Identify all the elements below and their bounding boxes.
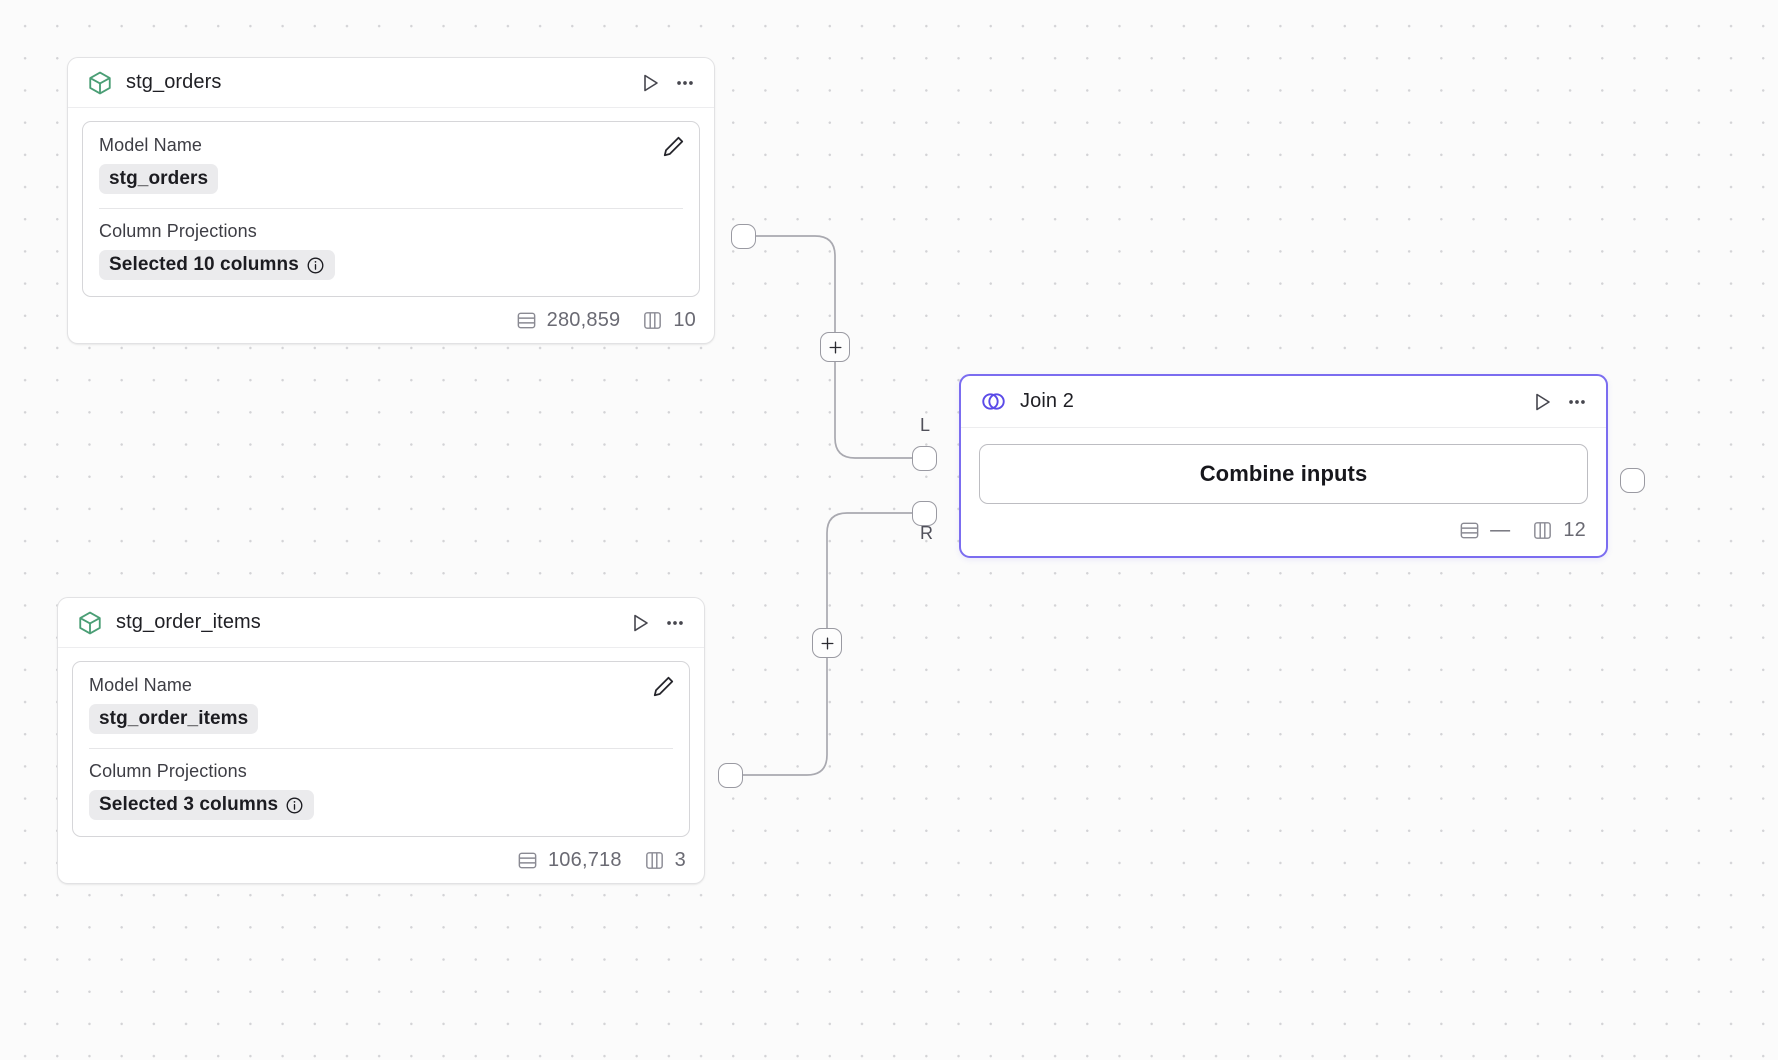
play-icon[interactable] xyxy=(637,70,663,96)
node-header: stg_orders xyxy=(68,58,714,108)
column-projections-label: Column Projections xyxy=(89,761,247,781)
combine-inputs-label: Combine inputs xyxy=(1199,461,1368,486)
row-count-value: 106,718 xyxy=(547,848,622,871)
node-title: Join 2 xyxy=(1020,390,1074,412)
column-projections-chip[interactable]: Selected 10 columns xyxy=(99,250,335,280)
node-body: Model Name stg_orders Column Projections… xyxy=(68,108,714,297)
column-projections-value: Selected 3 columns xyxy=(99,794,279,815)
ellipsis-icon[interactable] xyxy=(673,71,697,95)
venn-join-icon xyxy=(980,388,1007,415)
column-projections-value: Selected 10 columns xyxy=(109,254,299,275)
add-node-button-top[interactable] xyxy=(820,332,850,362)
column-count-value: 12 xyxy=(1563,518,1586,541)
rows-icon xyxy=(1458,519,1481,542)
cube-icon xyxy=(77,610,103,636)
model-name-label: Model Name xyxy=(99,135,203,155)
pencil-icon[interactable] xyxy=(661,134,686,159)
model-properties-box: Model Name stg_order_items Column Projec… xyxy=(72,661,690,837)
node-join-2[interactable]: Join 2 Combine inputs xyxy=(959,374,1608,558)
rows-icon xyxy=(515,309,538,332)
input-port-right-label: R xyxy=(920,523,934,543)
column-projections-chip[interactable]: Selected 3 columns xyxy=(89,790,315,820)
input-port-right-join[interactable] xyxy=(912,501,937,526)
node-stg-order-items[interactable]: stg_order_items Model Name xyxy=(57,597,705,884)
node-footer-stats: — 12 xyxy=(961,504,1606,556)
add-node-button-bottom[interactable] xyxy=(812,628,842,658)
row-count-stat: — xyxy=(1458,519,1510,542)
info-icon[interactable] xyxy=(285,796,304,815)
columns-icon xyxy=(643,849,666,872)
input-port-left-label: L xyxy=(920,415,931,435)
column-count-stat: 12 xyxy=(1531,519,1586,542)
cube-icon xyxy=(87,70,113,96)
node-footer-stats: 106,718 3 xyxy=(58,837,704,883)
output-port-join[interactable] xyxy=(1620,468,1645,493)
input-port-left-join[interactable] xyxy=(912,446,937,471)
column-projections-label: Column Projections xyxy=(99,221,257,241)
play-icon[interactable] xyxy=(1529,389,1555,415)
column-count-value: 3 xyxy=(674,848,686,871)
output-port-stg-orders[interactable] xyxy=(731,224,756,249)
output-port-stg-order-items[interactable] xyxy=(718,763,743,788)
play-icon[interactable] xyxy=(627,610,653,636)
model-name-value-chip[interactable]: stg_orders xyxy=(99,164,219,194)
model-name-value: stg_orders xyxy=(109,168,209,189)
rows-icon xyxy=(516,849,539,872)
columns-icon xyxy=(641,309,664,332)
divider xyxy=(99,208,683,209)
node-title: stg_order_items xyxy=(116,611,261,633)
column-count-stat: 3 xyxy=(643,849,686,872)
node-title: stg_orders xyxy=(126,71,222,93)
node-header: stg_order_items xyxy=(58,598,704,648)
combine-inputs-button[interactable]: Combine inputs xyxy=(979,444,1588,504)
model-name-value-chip[interactable]: stg_order_items xyxy=(89,704,259,734)
divider xyxy=(89,748,673,749)
row-count-value: 280,859 xyxy=(546,308,621,331)
row-count-stat: 280,859 xyxy=(515,309,621,332)
ellipsis-icon[interactable] xyxy=(1565,390,1589,414)
model-name-value: stg_order_items xyxy=(99,708,249,729)
ellipsis-icon[interactable] xyxy=(663,611,687,635)
row-count-stat: 106,718 xyxy=(516,849,622,872)
column-count-stat: 10 xyxy=(641,309,696,332)
node-footer-stats: 280,859 10 xyxy=(68,297,714,343)
model-properties-box: Model Name stg_orders Column Projections… xyxy=(82,121,700,297)
column-count-value: 10 xyxy=(673,308,696,331)
node-body: Model Name stg_order_items Column Projec… xyxy=(58,648,704,837)
node-body: Combine inputs xyxy=(961,428,1606,504)
pencil-icon[interactable] xyxy=(651,674,676,699)
row-count-value: — xyxy=(1490,518,1511,541)
node-stg-orders[interactable]: stg_orders Model Name xyxy=(67,57,715,344)
model-name-label: Model Name xyxy=(89,675,193,695)
node-header: Join 2 xyxy=(961,376,1606,428)
info-icon[interactable] xyxy=(306,256,325,275)
columns-icon xyxy=(1531,519,1554,542)
